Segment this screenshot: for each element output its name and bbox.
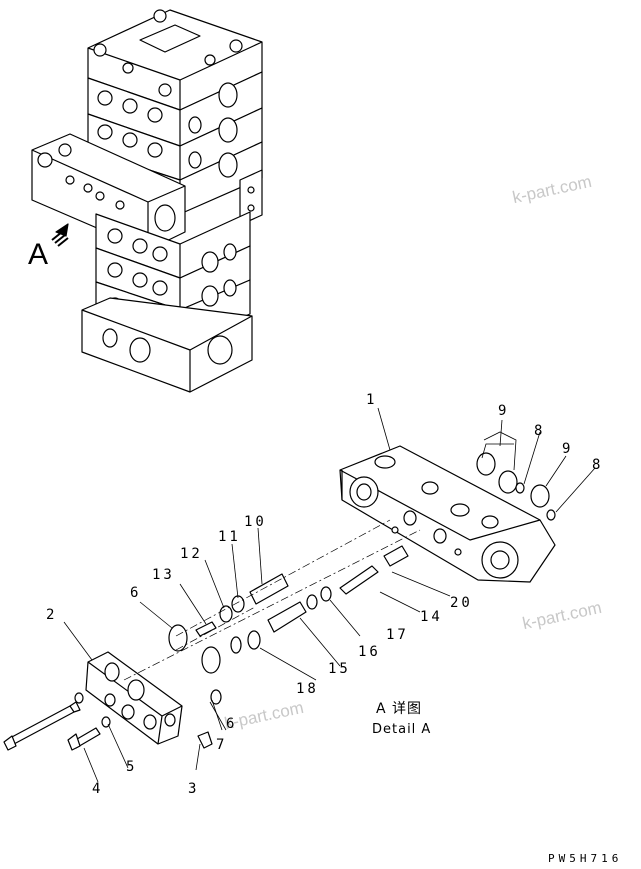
bracket-9 — [483, 431, 517, 471]
o-ring-7 — [210, 689, 222, 705]
detail-subtitle: Detail A — [372, 722, 432, 737]
piston-15 — [267, 601, 307, 633]
o-ring-9 — [498, 470, 518, 494]
callout-13: 13 — [152, 567, 175, 583]
ring-16 — [306, 594, 318, 610]
callout-6b: 6 — [226, 716, 238, 732]
washer-5 — [74, 692, 84, 704]
o-ring-9 — [476, 452, 496, 476]
callout-17: 17 — [386, 627, 409, 643]
callout-8b: 8 — [592, 457, 604, 473]
callout-3: 3 — [188, 781, 200, 797]
leader-lines — [63, 407, 596, 783]
ring-8 — [515, 482, 525, 494]
callout-12: 12 — [180, 546, 203, 562]
ring-17 — [320, 586, 332, 602]
retainer-12 — [219, 605, 233, 623]
o-ring-6 — [201, 646, 221, 674]
view-arrow — [51, 223, 69, 247]
assembly-axes — [123, 519, 421, 681]
long-bolt — [3, 701, 81, 751]
bolt-4 — [67, 727, 101, 751]
callout-7: 7 — [216, 737, 228, 753]
callout-4: 4 — [92, 781, 104, 797]
drawing-code: PW5H716 — [548, 852, 623, 865]
callout-9: 9 — [498, 403, 510, 419]
valve-stack-assembly — [31, 9, 263, 393]
stem-14 — [339, 565, 379, 595]
callout-1: 1 — [366, 392, 378, 408]
detail-title: A 详图 — [376, 701, 423, 717]
valve-section-housing — [339, 445, 556, 583]
callout-16: 16 — [358, 644, 381, 660]
callout-5: 5 — [126, 759, 138, 775]
callout-10: 10 — [244, 514, 267, 530]
valve-end-cover — [85, 651, 183, 745]
ring-8 — [546, 509, 556, 521]
callout-2: 2 — [46, 607, 58, 623]
sleeve-20 — [383, 545, 409, 567]
o-ring-6 — [168, 624, 188, 652]
ring-18 — [247, 630, 261, 650]
o-ring-9 — [530, 484, 550, 508]
callout-20: 20 — [450, 595, 473, 611]
spool-10 — [249, 573, 289, 605]
plug-3 — [197, 731, 213, 749]
callout-14: 14 — [420, 609, 443, 625]
callout-8: 8 — [534, 423, 546, 439]
view-letter: A — [28, 238, 49, 271]
collar-11 — [231, 595, 245, 613]
callout-11: 11 — [218, 529, 241, 545]
ring-18b — [230, 636, 242, 654]
callout-9b: 9 — [562, 441, 574, 457]
callout-15: 15 — [328, 661, 351, 677]
callout-6: 6 — [130, 585, 142, 601]
spring-13 — [195, 621, 217, 637]
callout-18: 18 — [296, 681, 319, 697]
